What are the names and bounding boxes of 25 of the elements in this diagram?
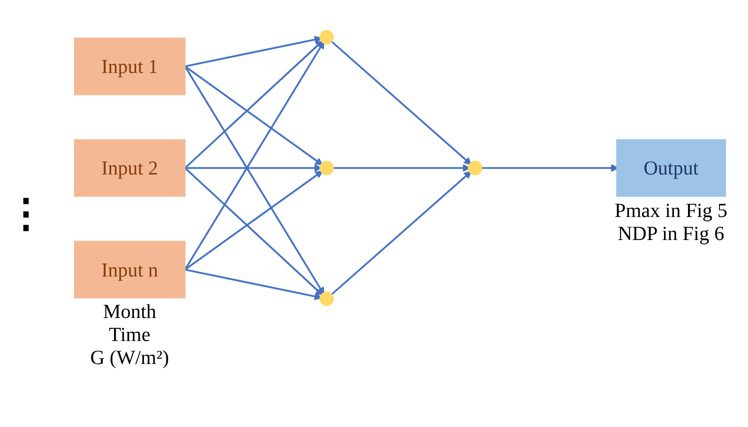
arrow bbox=[184, 170, 323, 270]
arrow bbox=[184, 35, 322, 67]
arrow bbox=[333, 164, 470, 172]
arrow bbox=[331, 170, 472, 295]
annotation-text: NDP in Fig 6 bbox=[616, 222, 726, 246]
arrow bbox=[184, 268, 322, 300]
node-box: Input 2 bbox=[74, 138, 186, 196]
annotation-text: Time bbox=[108, 324, 152, 348]
annotation-text: Pmax in Fig 5 bbox=[614, 200, 728, 223]
node-circle bbox=[319, 291, 334, 306]
annotation-text: Month bbox=[102, 301, 158, 324]
annotation-text: G (W/m²) bbox=[90, 347, 169, 370]
arrow bbox=[184, 40, 324, 168]
node-box: Output bbox=[616, 138, 726, 196]
node-circle bbox=[468, 160, 482, 175]
node-circle bbox=[319, 29, 334, 44]
arrow bbox=[184, 166, 324, 296]
node-circle bbox=[319, 160, 334, 175]
arrow bbox=[184, 65, 323, 165]
node-box: Input 1 bbox=[74, 37, 186, 95]
ellipsis-label: ⋮ bbox=[6, 190, 46, 237]
arrow bbox=[331, 40, 472, 165]
arrow bbox=[184, 40, 324, 270]
node-box: Input n bbox=[74, 240, 186, 298]
arrow bbox=[184, 65, 324, 294]
